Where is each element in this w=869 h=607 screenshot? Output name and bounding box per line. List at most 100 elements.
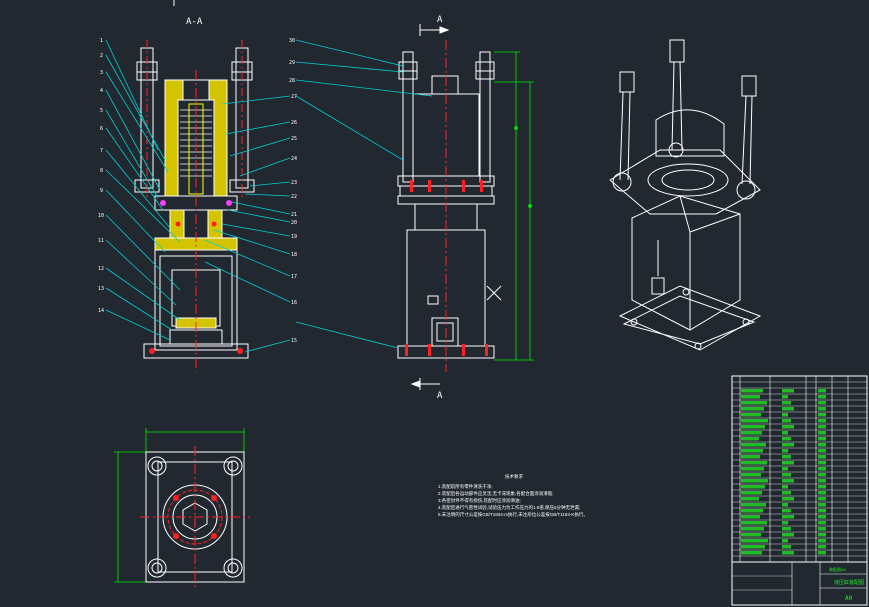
svg-text:11: 11	[98, 238, 104, 244]
table-cell-text-mark	[741, 395, 760, 399]
table-cell-text-mark	[818, 389, 826, 393]
section-title: A-A	[186, 17, 203, 27]
table-cell-text-mark	[782, 539, 788, 543]
note-2: 2.装配后各运动部件应灵活,无卡滞现象,各配合面涂润滑脂;	[438, 490, 554, 497]
table-cell-text-mark	[782, 395, 788, 399]
svg-text:21: 21	[291, 212, 297, 218]
table-cell-text-mark	[782, 479, 794, 483]
table-cell-text-mark	[741, 533, 761, 537]
table-cell-text-mark	[818, 413, 826, 417]
table-cell-text-mark	[818, 395, 826, 399]
svg-text:19: 19	[291, 234, 297, 240]
front-view: A A	[289, 15, 534, 401]
svg-text:6: 6	[100, 126, 103, 132]
table-cell-text-mark	[782, 473, 791, 477]
table-cell-text-mark	[741, 449, 763, 453]
svg-text:20: 20	[291, 220, 297, 226]
table-cell-text-mark	[818, 431, 826, 435]
svg-text:27: 27	[291, 94, 297, 100]
table-cell-text-mark	[741, 455, 760, 459]
table-cell-text-mark	[741, 479, 768, 483]
table-cell-text-mark	[782, 497, 794, 501]
table-cell-text-mark	[818, 401, 826, 405]
svg-text:17: 17	[291, 274, 297, 280]
note-5: 5.未注明的尺寸公差按GB/T1804-m执行,未注形位公差按GB/T1184-…	[438, 511, 588, 518]
table-cell-text-mark	[782, 467, 788, 471]
svg-text:8: 8	[100, 168, 103, 174]
svg-text:28: 28	[289, 78, 295, 84]
table-cell-text-mark	[782, 419, 791, 423]
front-balloon-labels: 30 29 28	[289, 38, 295, 84]
left-leaders	[105, 39, 181, 341]
svg-text:12: 12	[98, 266, 104, 272]
table-cell-text-mark	[782, 461, 794, 465]
table-cell-text-mark	[741, 527, 764, 531]
notes-title: 技术要求	[505, 473, 523, 480]
table-cell-text-mark	[741, 425, 765, 429]
svg-text:4: 4	[100, 88, 103, 94]
title-block-company: 装配图A0	[829, 566, 847, 572]
table-cell-text-mark	[818, 443, 826, 447]
svg-text:7: 7	[100, 148, 103, 154]
table-cell-text-mark	[741, 431, 762, 435]
svg-text:23: 23	[291, 180, 297, 186]
svg-text:30: 30	[289, 38, 295, 44]
table-cell-text-mark	[818, 515, 826, 519]
top-view	[114, 428, 250, 590]
table-cell-text-mark	[782, 407, 794, 411]
table-cell-text-mark	[741, 413, 761, 417]
table-cell-text-mark	[782, 521, 788, 525]
table-cell-text-mark	[741, 545, 765, 549]
technical-notes: 技术要求 1.装配前所有零件清洗干净; 2.装配后各运动部件应灵活,无卡滞现象,…	[438, 473, 588, 518]
table-cell-text-mark	[741, 467, 764, 471]
table-cell-text-mark	[741, 419, 768, 423]
table-cell-text-mark	[741, 539, 768, 543]
svg-text:5: 5	[100, 108, 103, 114]
right-leaders	[204, 95, 291, 353]
table-cell-text-mark	[741, 503, 766, 507]
table-cell-text-mark	[782, 437, 791, 441]
svg-text:29: 29	[289, 60, 295, 66]
right-balloon-labels: 27 26 25 24 23 22 21 20 19 18 17 16 15	[291, 94, 297, 344]
table-cell-text-mark	[741, 443, 766, 447]
table-cell-text-mark	[818, 545, 826, 549]
section-view-a-a: A-A	[98, 0, 297, 372]
table-cell-text-mark	[741, 551, 762, 555]
table-cell-text-mark	[818, 407, 826, 411]
table-cell-text-mark	[818, 503, 826, 507]
table-cell-text-mark	[818, 551, 826, 555]
table-cell-text-mark	[741, 509, 763, 513]
front-leaders	[295, 39, 433, 349]
title-block: 装配图A0 液压缸装配图 A0	[731, 561, 868, 606]
table-cell-text-mark	[782, 533, 794, 537]
table-cell-text-mark	[741, 401, 767, 405]
front-cylinder	[397, 51, 502, 359]
svg-text:10: 10	[98, 213, 104, 219]
table-cell-text-mark	[818, 521, 826, 525]
svg-text:15: 15	[291, 338, 297, 344]
table-cell-text-mark	[818, 473, 826, 477]
svg-text:25: 25	[291, 136, 297, 142]
table-cell-text-mark	[782, 485, 788, 489]
table-cell-text-mark	[782, 491, 791, 495]
isometric-view	[609, 39, 762, 351]
front-dimensions	[494, 51, 534, 361]
table-cell-text-mark	[782, 443, 794, 447]
table-cell-text-mark	[818, 491, 826, 495]
title-block-sheet-size: A0	[845, 595, 853, 602]
table-cell-text-mark	[818, 509, 826, 513]
table-cell-text-mark	[782, 413, 788, 417]
table-cell-text-mark	[782, 389, 794, 393]
table-cell-text-mark	[741, 461, 767, 465]
note-3: 3.各密封件不得有损伤,装配时应涂润滑油;	[438, 497, 521, 504]
table-cell-text-mark	[782, 425, 794, 429]
table-cell-text-mark	[741, 521, 767, 525]
table-cell-text-mark	[741, 497, 759, 501]
svg-text:22: 22	[291, 194, 297, 200]
table-cell-text-mark	[741, 437, 759, 441]
table-cell-text-mark	[818, 467, 826, 471]
title-block-drawing-name: 液压缸装配图	[834, 579, 864, 586]
table-cell-text-mark	[782, 455, 791, 459]
table-cell-text-mark	[782, 401, 791, 405]
